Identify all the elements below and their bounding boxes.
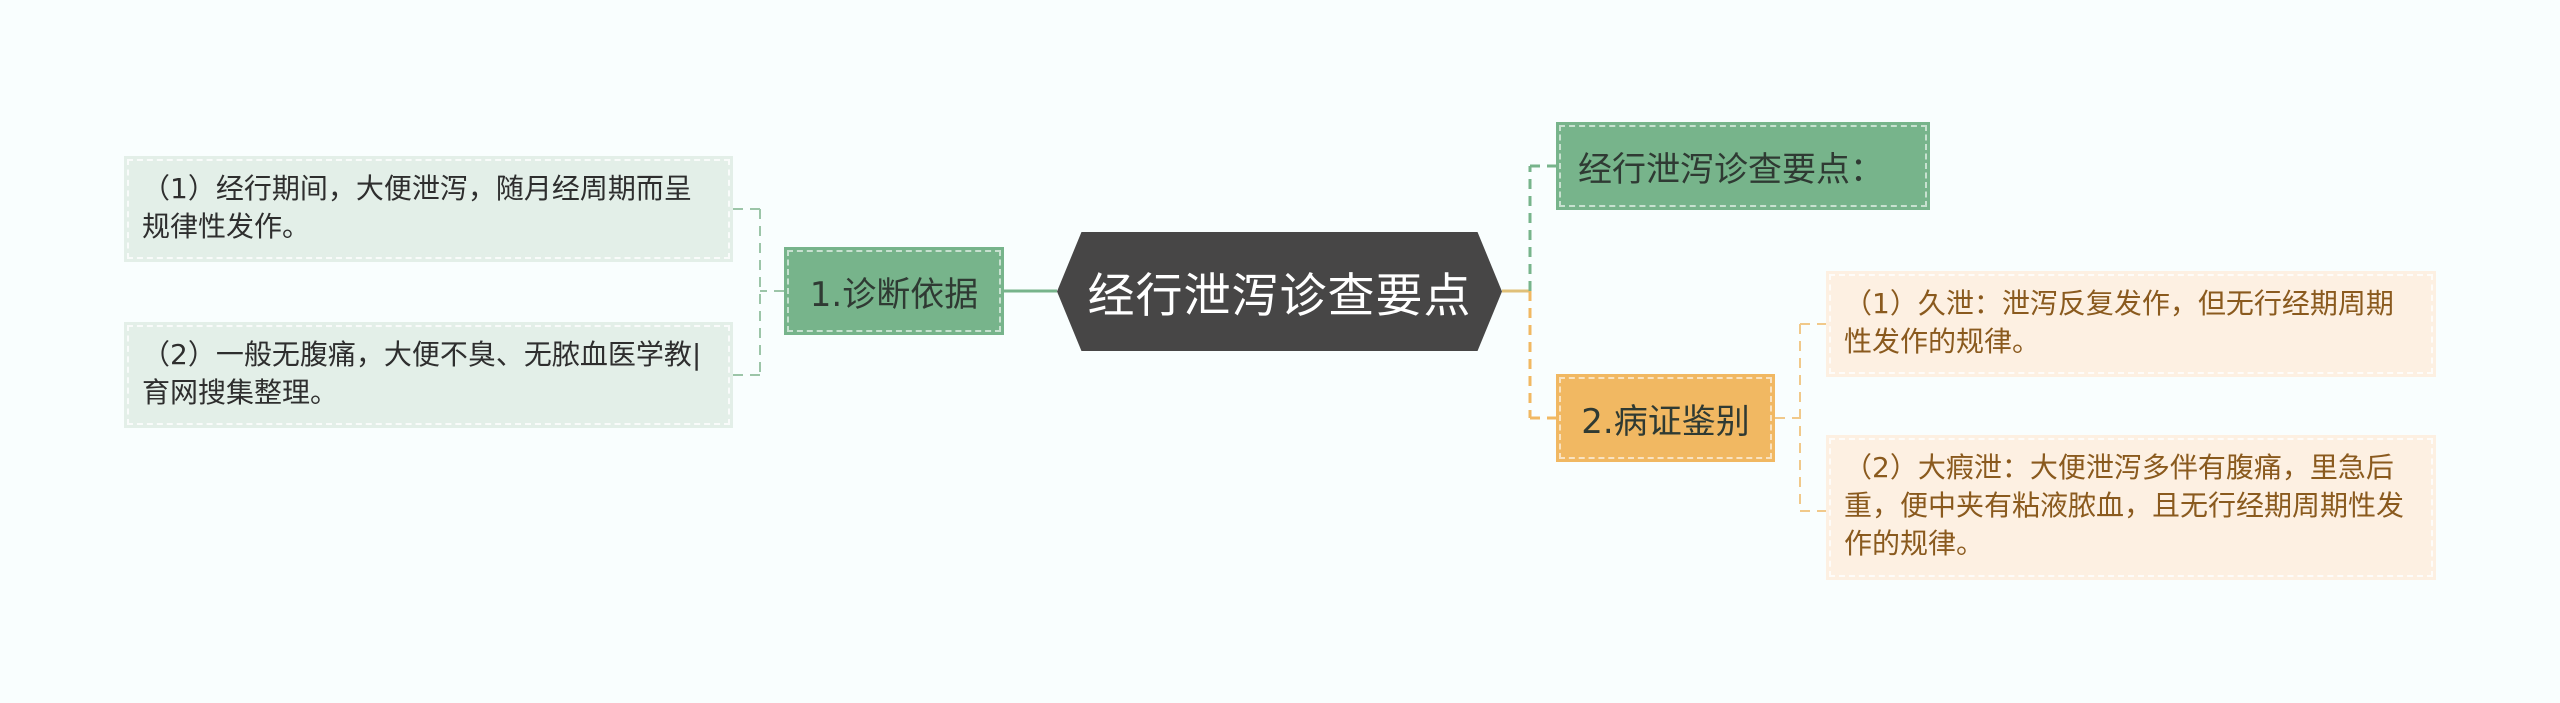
leaf-differential-1[interactable]: （1）久泄：泄泻反复发作，但无行经期周期性发作的规律。 <box>1826 271 2436 377</box>
leaf-diagnosis-2-text: （2）一般无腹痛，大便不臭、无脓血医学教|育网搜集整理。 <box>142 338 702 409</box>
branch-diagnosis-basis[interactable]: 1.诊断依据 <box>784 247 1004 335</box>
connector-right-branches <box>1528 164 1556 420</box>
leaf-diagnosis-2[interactable]: （2）一般无腹痛，大便不臭、无脓血医学教|育网搜集整理。 <box>124 322 733 428</box>
root-topic[interactable]: 经行泄泻诊查要点 <box>1057 232 1502 351</box>
branch-exam-points-label: 经行泄泻诊查要点： <box>1578 149 1884 190</box>
leaf-differential-2-text: （2）大瘕泄：大便泄泻多伴有腹痛，里急后重，便中夹有粘液脓血，且无行经期周期性发… <box>1844 451 2405 560</box>
branch-differential-label: 2.病证鉴别 <box>1581 401 1750 442</box>
branch-diagnosis-basis-label: 1.诊断依据 <box>809 274 979 315</box>
leaf-diagnosis-1-text: （1）经行期间，大便泄泻，随月经周期而呈规律性发作。 <box>142 172 692 243</box>
leaf-differential-2[interactable]: （2）大瘕泄：大便泄泻多伴有腹痛，里急后重，便中夹有粘液脓血，且无行经期周期性发… <box>1826 435 2436 580</box>
connector-right-leaves <box>1775 323 1826 512</box>
branch-differential[interactable]: 2.病证鉴别 <box>1556 374 1775 462</box>
branch-exam-points[interactable]: 经行泄泻诊查要点： <box>1556 122 1930 210</box>
connector-left-leaves <box>733 208 784 376</box>
root-topic-label: 经行泄泻诊查要点 <box>1087 269 1472 324</box>
leaf-diagnosis-1[interactable]: （1）经行期间，大便泄泻，随月经周期而呈规律性发作。 <box>124 156 733 262</box>
leaf-differential-1-text: （1）久泄：泄泻反复发作，但无行经期周期性发作的规律。 <box>1844 287 2394 358</box>
